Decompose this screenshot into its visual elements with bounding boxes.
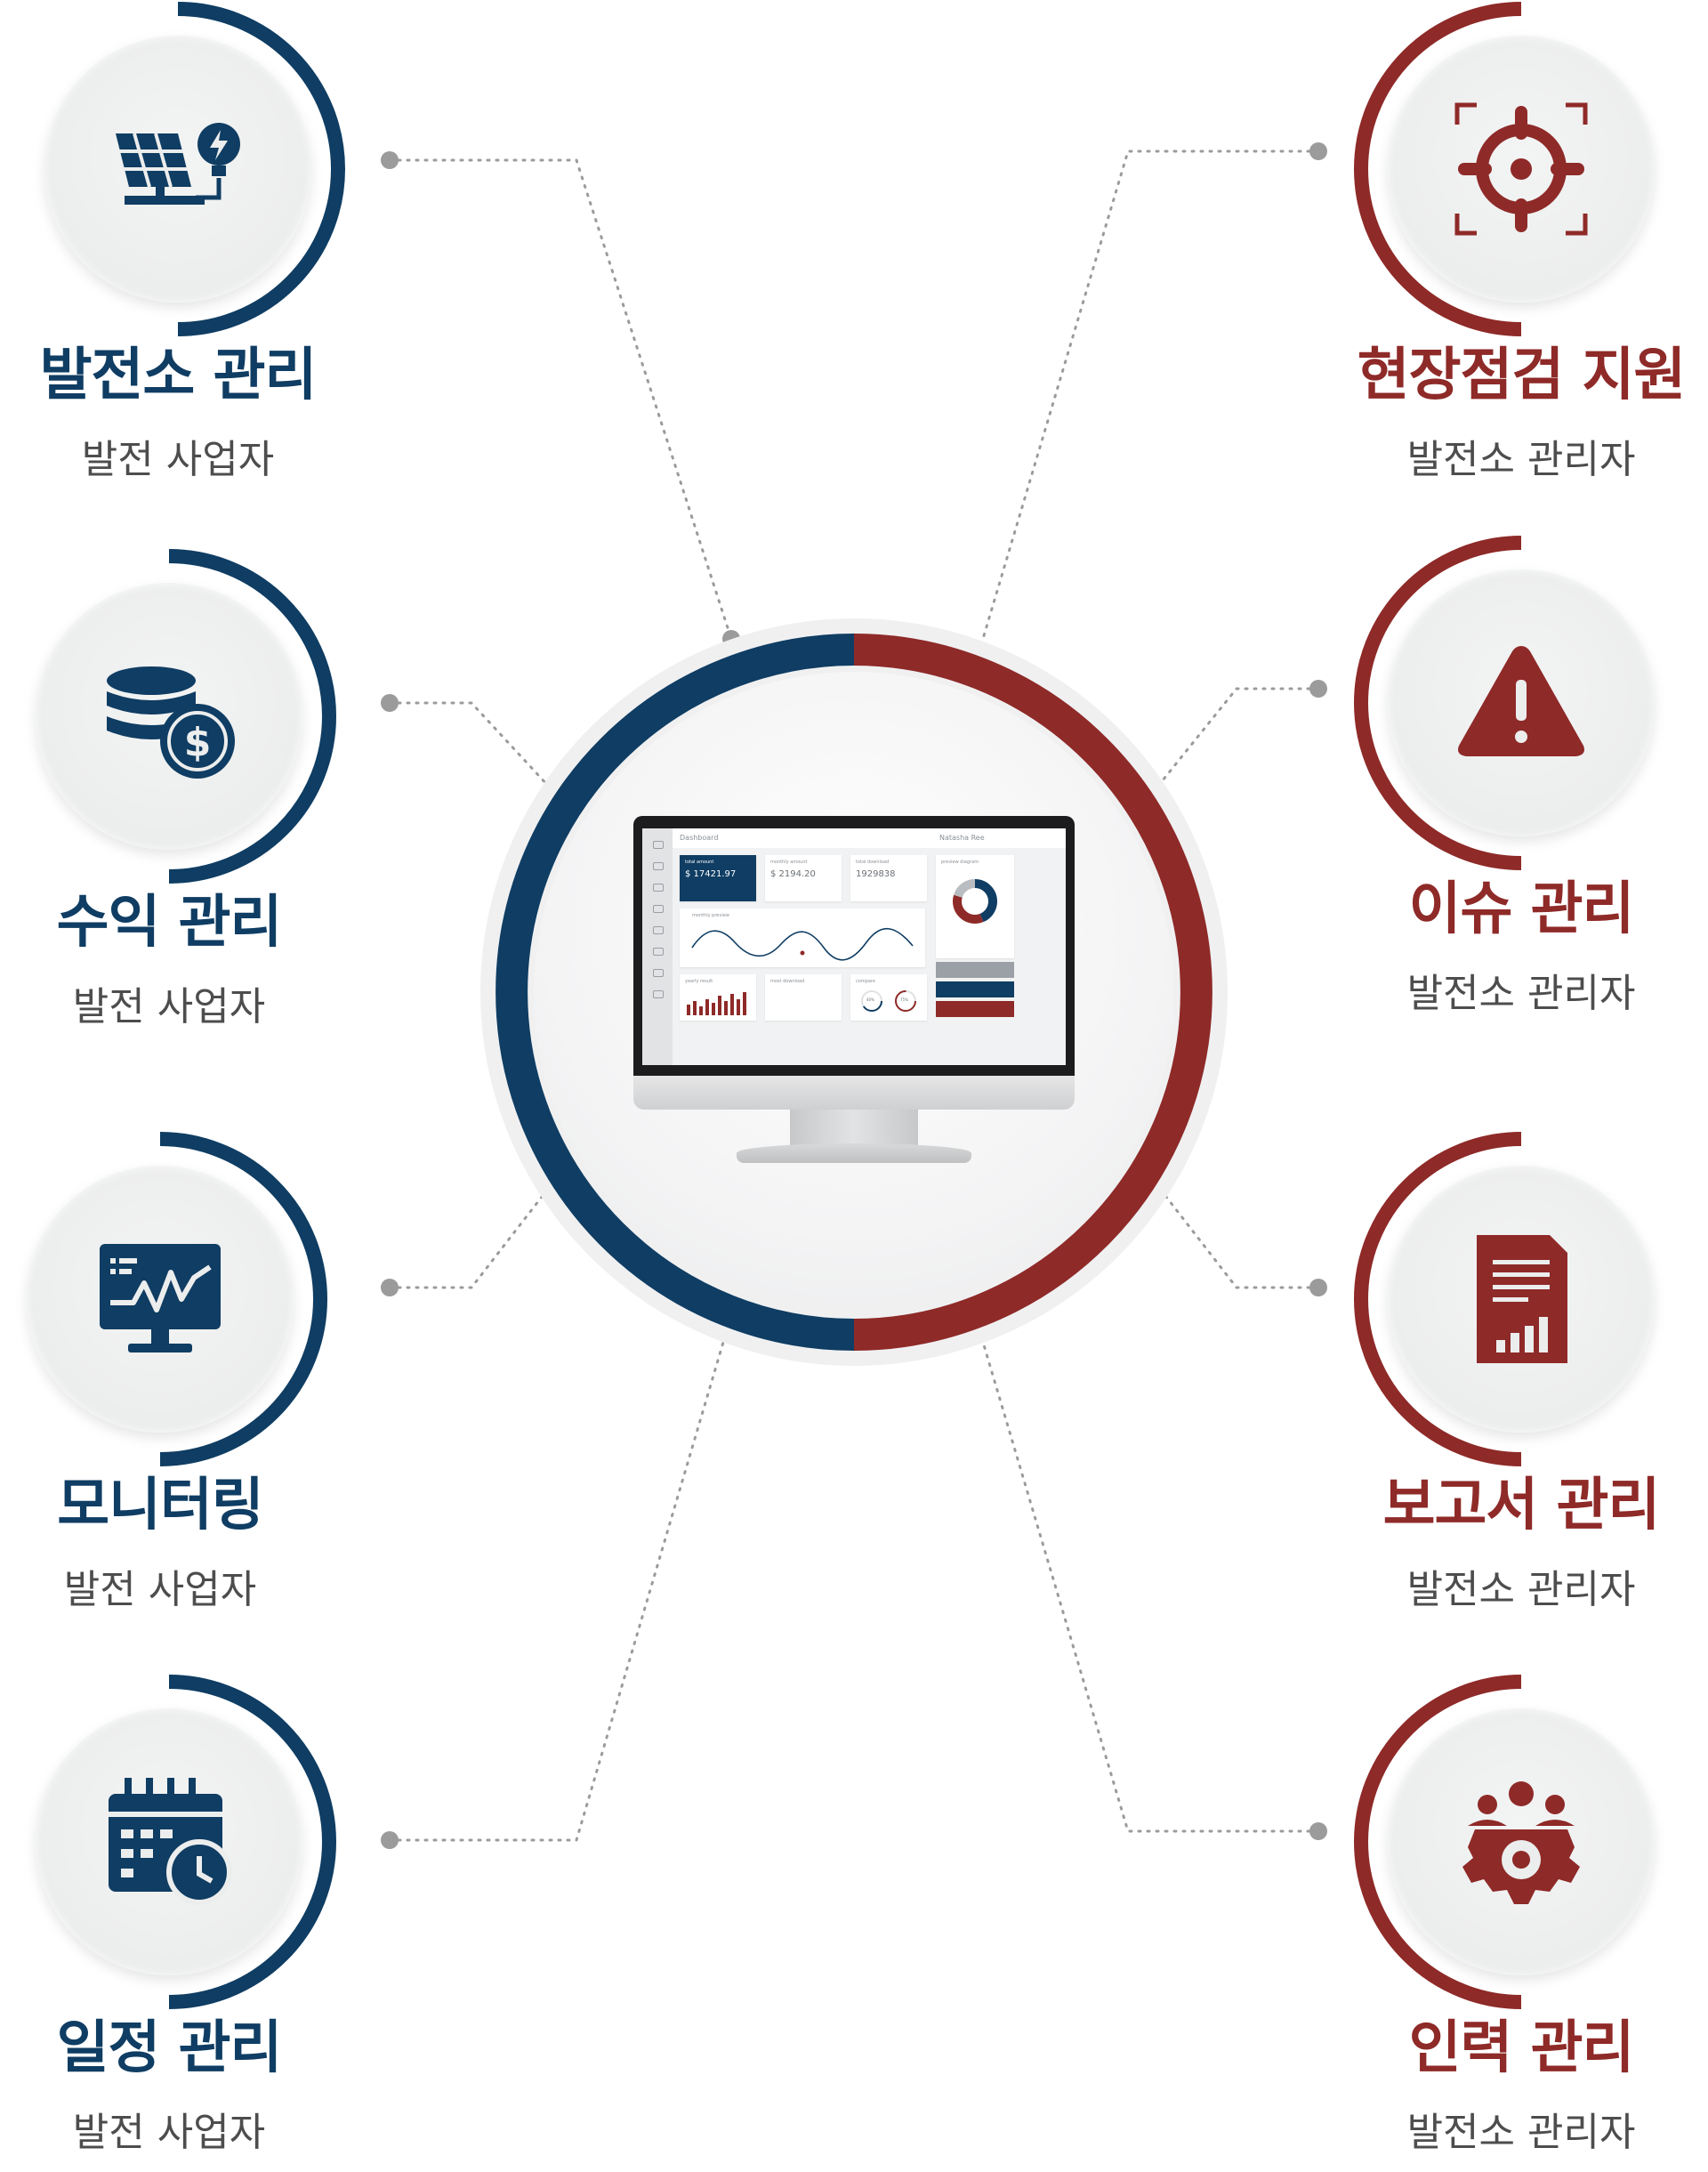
feature-subtitle: 발전 사업자 xyxy=(72,2110,266,2155)
strip-gray xyxy=(936,962,1014,978)
feature-title: 수익 관리 xyxy=(56,890,283,956)
feature-revenue-management[interactable]: $ 수익 관리 발전 사업자 xyxy=(0,547,338,1031)
target-crosshair-icon xyxy=(1454,102,1588,236)
dashboard-screen: Dashboard Natasha Ree total amount $ 174… xyxy=(642,828,1066,1065)
dashboard-sidebar xyxy=(642,828,673,1065)
connector-line xyxy=(973,1313,1320,1833)
connector-line xyxy=(388,1171,562,1289)
coins-dollar-icon: $ xyxy=(107,666,235,779)
connector-line xyxy=(388,1313,733,1842)
feature-schedule-management[interactable]: 일정 관리 발전 사업자 xyxy=(0,1673,338,2157)
monitor-illustration: Dashboard Natasha Ree total amount $ 174… xyxy=(633,816,1075,1172)
feature-subtitle: 발전 사업자 xyxy=(63,1567,257,1612)
connector-dot xyxy=(381,1279,399,1296)
card-preview-diagram: preview diagram xyxy=(936,855,1014,958)
warning-triangle-icon xyxy=(1458,646,1584,756)
donut-chart xyxy=(953,879,997,924)
compare-gauges xyxy=(861,990,916,1012)
connector-dot xyxy=(381,151,399,169)
connector-dot xyxy=(381,694,399,712)
yearly-bar-chart xyxy=(687,992,746,1015)
connector-dot xyxy=(1309,1279,1327,1296)
feature-site-inspection[interactable]: 현장점검 지원 발전소 관리자 xyxy=(1352,0,1690,484)
feature-subtitle: 발전소 관리자 xyxy=(1406,2110,1636,2155)
feature-title: 이슈 관리 xyxy=(1408,876,1635,942)
dashboard-title: Dashboard xyxy=(680,834,719,842)
feature-title: 보고서 관리 xyxy=(1382,1473,1661,1538)
feature-monitoring[interactable]: 모니터링 발전 사업자 xyxy=(0,1130,329,1614)
connector-dot xyxy=(1309,142,1327,160)
feature-report-management[interactable]: 보고서 관리 발전소 관리자 xyxy=(1352,1130,1690,1614)
solar-panel-icon xyxy=(116,123,240,205)
connector-dot xyxy=(1309,680,1327,698)
feature-subtitle: 발전 사업자 xyxy=(72,984,266,1029)
feature-title: 일정 관리 xyxy=(56,2015,283,2081)
card-monthly-amount: monthly amount $ 2194.20 xyxy=(765,855,842,901)
feature-subtitle: 발전소 관리자 xyxy=(1406,1567,1636,1612)
connector-dot xyxy=(1309,1822,1327,1840)
feature-subtitle: 발전소 관리자 xyxy=(1406,437,1636,482)
connector-line xyxy=(388,158,733,641)
card-yearly-result: yearly result xyxy=(680,974,756,1021)
card-compare: compare 40% 75% xyxy=(850,974,927,1021)
card-total-amount: total amount $ 17421.97 xyxy=(680,855,756,901)
strip-blue xyxy=(936,981,1014,997)
feature-subtitle: 발전 사업자 xyxy=(81,437,275,482)
feature-title: 인력 관리 xyxy=(1408,2015,1635,2081)
feature-title: 발전소 관리 xyxy=(39,343,318,408)
card-monthly-chart: monthly preview xyxy=(680,908,925,967)
feature-plant-management[interactable]: 발전소 관리 발전 사업자 xyxy=(9,0,347,484)
feature-title: 모니터링 xyxy=(57,1473,264,1538)
connector-line xyxy=(973,149,1320,667)
svg-text:$: $ xyxy=(184,720,212,765)
center-dashboard-hub: Dashboard Natasha Ree total amount $ 174… xyxy=(471,610,1237,1375)
feature-title: 현장점검 지원 xyxy=(1357,343,1687,408)
monitor-chart-icon xyxy=(100,1244,221,1352)
strip-red xyxy=(936,1001,1014,1017)
connector-dot xyxy=(381,1831,399,1849)
calendar-clock-icon xyxy=(109,1778,232,1905)
dashboard-header: Dashboard Natasha Ree xyxy=(673,828,1066,848)
card-most-download: most download xyxy=(765,974,842,1021)
monthly-line-chart xyxy=(691,927,914,961)
feature-staff-management[interactable]: 인력 관리 발전소 관리자 xyxy=(1352,1673,1690,2157)
connector-line xyxy=(388,701,562,801)
report-document-icon xyxy=(1477,1235,1567,1363)
dashboard-user: Natasha Ree xyxy=(939,834,985,842)
feature-subtitle: 발전소 관리자 xyxy=(1406,971,1636,1016)
card-total-download: total download 1929838 xyxy=(850,855,927,901)
team-gear-icon xyxy=(1462,1781,1580,1904)
connector-line xyxy=(1146,1171,1320,1289)
feature-issue-management[interactable]: 이슈 관리 발전소 관리자 xyxy=(1352,534,1690,1018)
connector-line xyxy=(1146,687,1320,801)
